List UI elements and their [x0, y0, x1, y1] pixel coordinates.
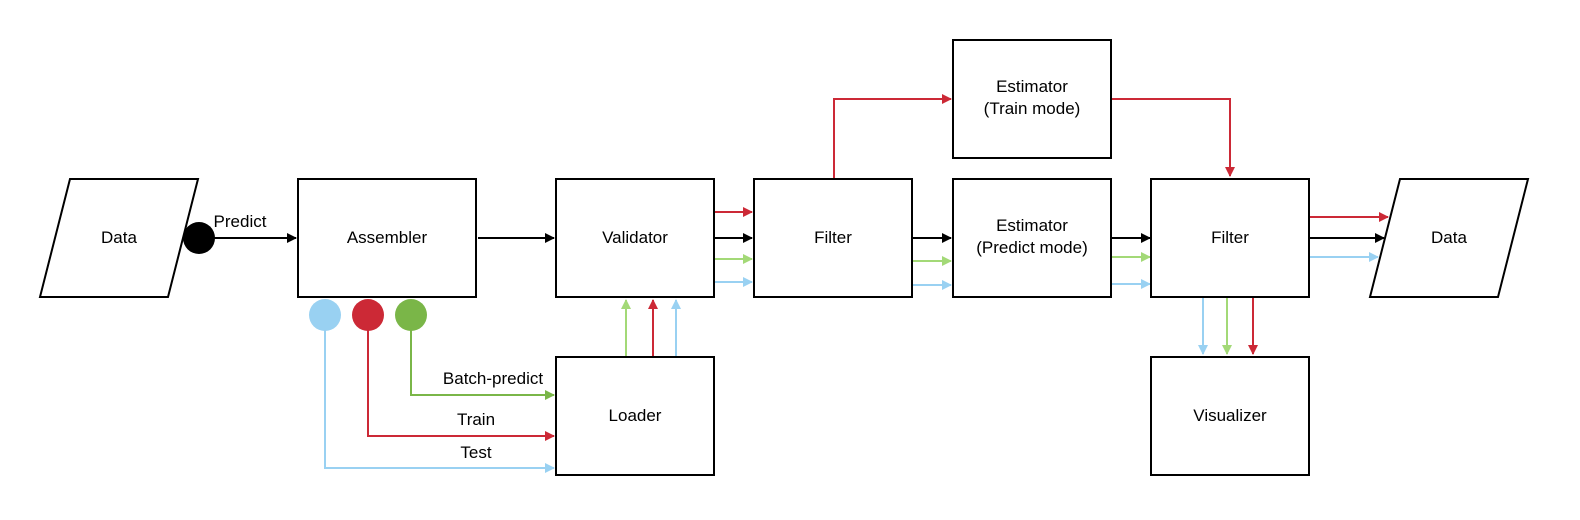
node-data-input[interactable]: Data: [38, 178, 200, 298]
batch-predict-port[interactable]: [395, 299, 427, 331]
edge-filter-to-estimator-train: [833, 94, 952, 178]
node-estimator-predict-label-line-1: Estimator: [996, 216, 1068, 235]
node-assembler-label: Assembler: [347, 228, 428, 247]
edge-label-batch-predict: Batch-predict: [443, 369, 543, 388]
node-validator[interactable]: Validator: [555, 178, 715, 298]
edge-label-train: Train: [457, 410, 495, 429]
node-filter-2-label: Filter: [1211, 228, 1249, 247]
node-filter-2[interactable]: Filter: [1150, 178, 1310, 298]
node-assembler[interactable]: Assembler: [297, 178, 477, 298]
train-port[interactable]: [352, 299, 384, 331]
predict-port[interactable]: [183, 222, 215, 254]
test-port[interactable]: [309, 299, 341, 331]
node-loader-label: Loader: [609, 406, 662, 425]
edge-test-to-loader: [324, 316, 555, 473]
node-visualizer[interactable]: Visualizer: [1150, 356, 1310, 476]
edge-label-predict: Predict: [214, 212, 267, 231]
node-loader[interactable]: Loader: [555, 356, 715, 476]
node-filter-1[interactable]: Filter: [753, 178, 913, 298]
node-estimator-predict-label-line-2: (Predict mode): [976, 238, 1087, 257]
edge-label-test: Test: [460, 443, 491, 462]
node-estimator-train-label-line-1: Estimator: [996, 77, 1068, 96]
edge-train-to-loader: [367, 316, 555, 441]
node-estimator-predict[interactable]: Estimator (Predict mode): [952, 178, 1112, 298]
node-estimator-train[interactable]: Estimator (Train mode): [952, 39, 1112, 159]
node-data-output[interactable]: Data: [1368, 178, 1530, 298]
node-validator-label: Validator: [602, 228, 668, 247]
node-data-input-label: Data: [101, 228, 137, 247]
node-filter-1-label: Filter: [814, 228, 852, 247]
node-data-output-label: Data: [1431, 228, 1467, 247]
edge-batch-predict-to-loader: [410, 316, 555, 400]
edge-estimator-train-to-filter: [1112, 98, 1235, 177]
node-estimator-train-label-line-2: (Train mode): [984, 99, 1081, 118]
node-visualizer-label: Visualizer: [1193, 406, 1267, 425]
